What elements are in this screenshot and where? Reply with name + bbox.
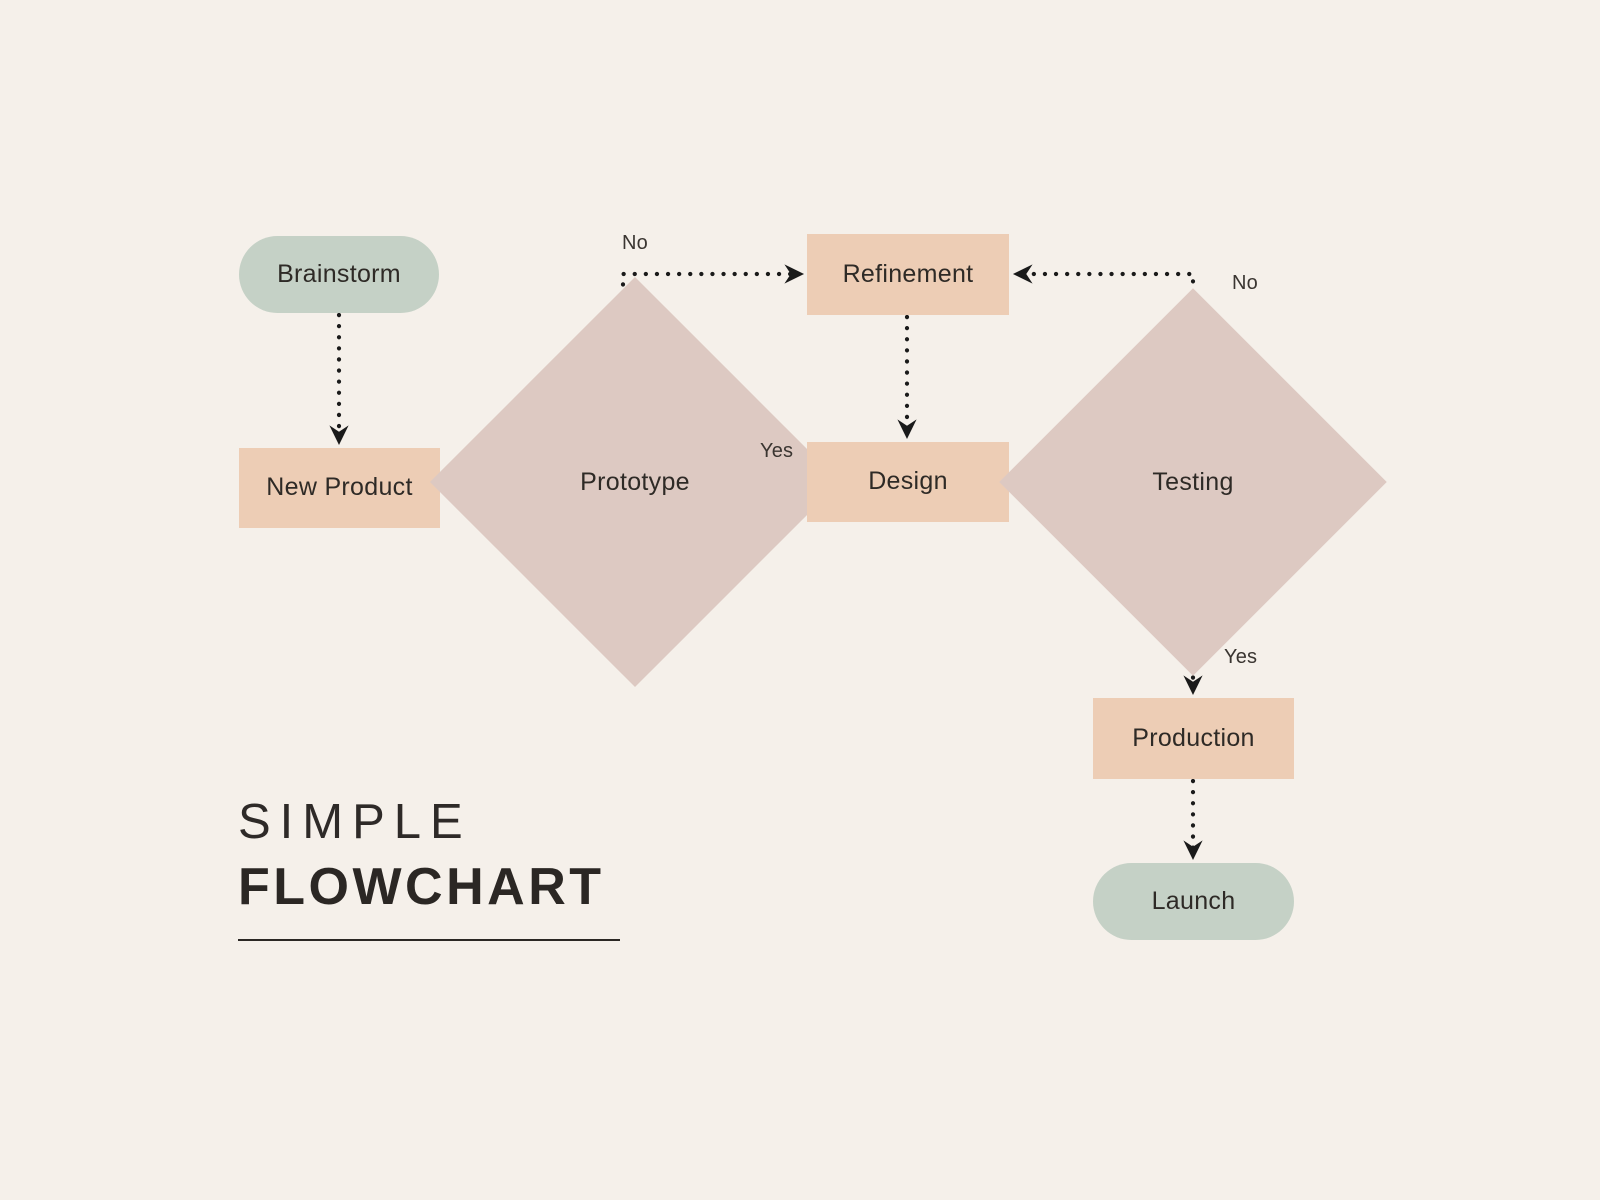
node-new-product-label: New Product <box>266 473 413 502</box>
node-testing[interactable]: Testing <box>999 288 1387 676</box>
node-new-product[interactable]: New Product <box>239 448 440 528</box>
title-block: SIMPLE FLOWCHART <box>238 798 620 941</box>
node-launch[interactable]: Launch <box>1093 863 1294 940</box>
node-production-label: Production <box>1132 723 1255 752</box>
node-production[interactable]: Production <box>1093 698 1294 779</box>
node-design[interactable]: Design <box>807 442 1009 522</box>
node-refinement-label: Refinement <box>842 259 974 288</box>
node-brainstorm[interactable]: Brainstorm <box>239 236 439 313</box>
title-line-flowchart: FLOWCHART <box>238 858 605 916</box>
title-underline-rule <box>238 939 620 941</box>
node-design-label: Design <box>868 467 948 496</box>
title-line-simple: SIMPLE <box>238 795 472 849</box>
node-refinement[interactable]: Refinement <box>807 234 1009 315</box>
node-prototype-label: Prototype <box>580 467 690 496</box>
node-launch-label: Launch <box>1151 886 1236 915</box>
edge-label-no-testing: No <box>1232 272 1258 294</box>
edge-label-yes-testing: Yes <box>1224 646 1258 668</box>
edge-label-yes-prototype: Yes <box>760 440 794 462</box>
node-prototype[interactable]: Prototype <box>429 276 841 688</box>
node-testing-label: Testing <box>1152 467 1234 496</box>
edge-label-no-prototype: No <box>622 232 648 254</box>
node-brainstorm-label: Brainstorm <box>277 259 401 288</box>
